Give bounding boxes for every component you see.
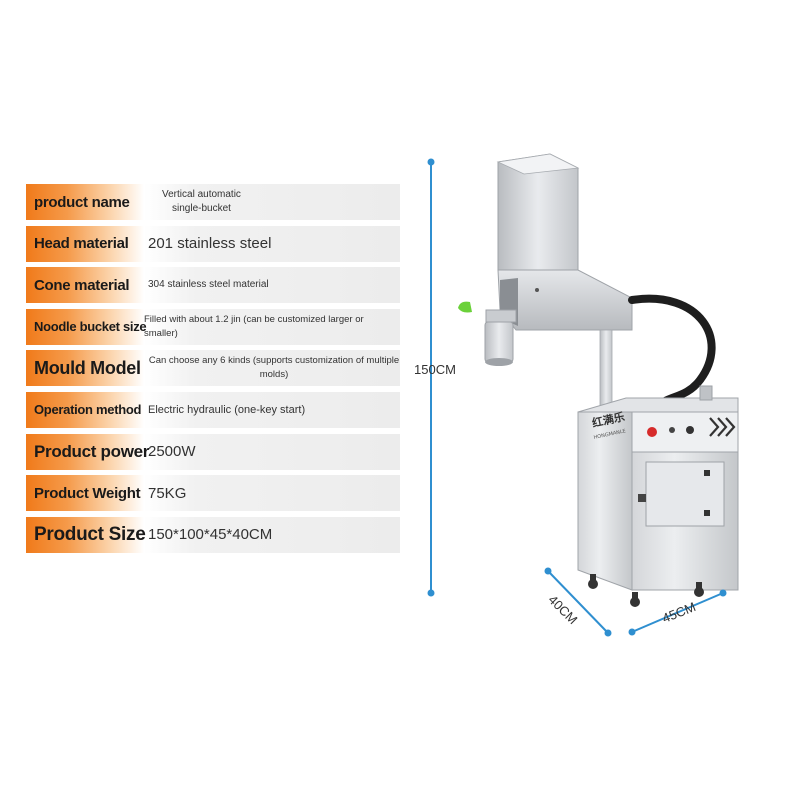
spec-label: Cone material (26, 267, 144, 304)
spec-value: 150*100*45*40CM (144, 516, 400, 553)
spec-row-product-power: Product power 2500W (26, 433, 400, 470)
brand-name: 红满乐 (591, 409, 626, 430)
width-dimension (628, 589, 727, 636)
spec-row-operation-method: Operation method Electric hydraulic (one… (26, 391, 400, 428)
spec-value: 75KG (144, 475, 400, 512)
spec-value: 2500W (144, 433, 400, 470)
spec-row-cone-material: Cone material 304 stainless steel materi… (26, 267, 400, 304)
spec-row-product-weight: Product Weight 75KG (26, 475, 400, 512)
spec-label: Product Weight (26, 475, 144, 512)
spec-value: Filled with about 1.2 jin (can be custom… (144, 308, 400, 345)
spec-label: Product power (26, 433, 149, 470)
spec-label: Product Size (26, 516, 146, 553)
machine-illustration: 红满乐 HONGMANLE (427, 153, 739, 637)
height-label: 150CM (414, 362, 456, 377)
spec-value: 201 stainless steel (144, 225, 400, 262)
spec-label: Mould Model (26, 350, 144, 387)
depth-dimension (544, 567, 612, 637)
spec-value: Electric hydraulic (one-key start) (144, 391, 400, 428)
stop-button (647, 427, 657, 437)
caster-wheels (588, 574, 704, 607)
spec-table: product name Vertical automatic single-b… (26, 184, 400, 558)
spec-label: Operation method (26, 391, 144, 428)
chevron-right-icon (709, 417, 736, 437)
height-dimension (427, 158, 435, 597)
spec-row-mould-model: Mould Model Can choose any 6 kinds (supp… (26, 350, 400, 387)
spec-label: Head material (26, 225, 144, 262)
spec-value-line: single-bucket (172, 203, 231, 214)
spec-row-product-size: Product Size 150*100*45*40CM (26, 516, 400, 553)
spec-value: 304 stainless steel material (144, 267, 400, 304)
spec-value: Can choose any 6 kinds (supports customi… (144, 350, 400, 387)
spec-row-product-name: product name Vertical automatic single-b… (26, 184, 400, 220)
spec-value: Vertical automatic single-bucket (144, 184, 400, 220)
spec-row-head-material: Head material 201 stainless steel (26, 225, 400, 262)
spec-row-noodle-bucket-size: Noodle bucket size Filled with about 1.2… (26, 308, 400, 345)
spec-value-line: Vertical automatic (162, 189, 241, 200)
spec-label: Noodle bucket size (26, 308, 147, 345)
spec-label: product name (26, 184, 144, 220)
